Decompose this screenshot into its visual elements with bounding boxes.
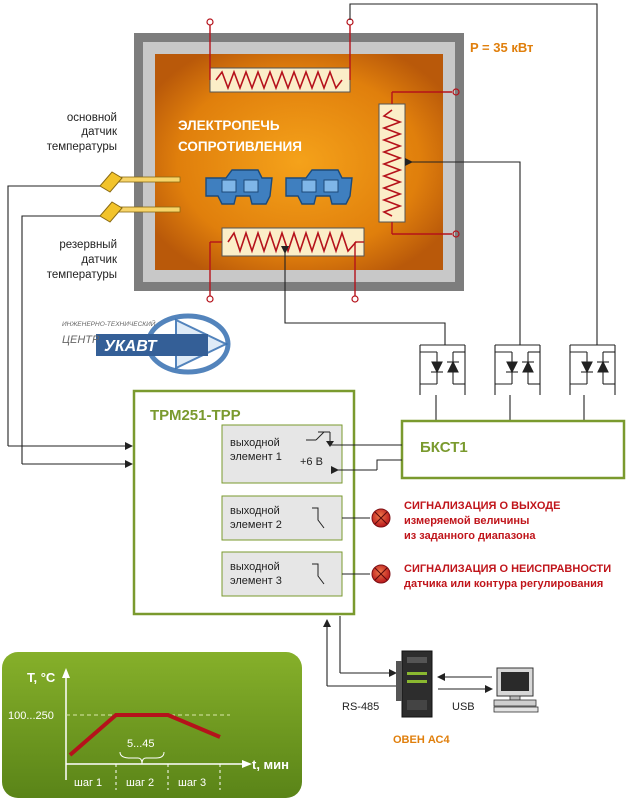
heater-right bbox=[378, 88, 460, 238]
heater-bottom bbox=[206, 227, 365, 303]
alarm-1-title: СИГНАЛИЗАЦИЯ О ВЫХОДЕ bbox=[404, 500, 560, 512]
watermark-caption: ИНЖЕНЕРНО-ТЕХНИЧЕСКИЙ bbox=[62, 319, 156, 328]
rs485-link bbox=[323, 616, 397, 687]
temperature-profile: T, °C 100...250 5...45 t, мин шаг 1 шаг … bbox=[2, 652, 302, 798]
output-2-label-2: элемент 2 bbox=[230, 519, 282, 531]
alarm-1-line3: из заданного диапазона bbox=[404, 530, 536, 542]
thyristor-block-3 bbox=[569, 344, 616, 421]
sensor-backup-label-2: датчик bbox=[81, 254, 118, 266]
sensor-wires bbox=[7, 185, 133, 468]
furnace-power: P = 35 кВт bbox=[470, 40, 533, 55]
output-1-label-2: элемент 1 bbox=[230, 451, 282, 463]
computer-icon bbox=[493, 667, 539, 713]
profile-step-2: шаг 2 bbox=[126, 777, 154, 789]
thyristor-block-2 bbox=[494, 344, 541, 421]
furnace: ЭЛЕКТРОПЕЧЬ СОПРОТИВЛЕНИЯ bbox=[134, 18, 464, 303]
furnace-title-line1: ЭЛЕКТРОПЕЧЬ bbox=[178, 118, 280, 133]
watermark-logo: ИНЖЕНЕРНО-ТЕХНИЧЕСКИЙ ЦЕНТР УКАВТ bbox=[62, 313, 231, 375]
output-3-label-2: элемент 3 bbox=[230, 575, 282, 587]
output-1-voltage: +6 В bbox=[300, 456, 323, 468]
profile-step-1: шаг 1 bbox=[74, 777, 102, 789]
alarm-lamp-2 bbox=[371, 564, 391, 584]
profile-hold-range: 5...45 bbox=[127, 738, 155, 750]
output-element-2: выходной элемент 2 bbox=[221, 495, 370, 541]
usb-link bbox=[437, 673, 493, 693]
output-1-label-1: выходной bbox=[230, 437, 280, 449]
converter-label: ОВЕН АС4 bbox=[393, 734, 450, 746]
usb-label: USB bbox=[452, 701, 475, 713]
sensor-main bbox=[99, 171, 181, 193]
bkst-block: БКСТ1 bbox=[400, 419, 626, 480]
workpiece-right bbox=[285, 169, 353, 205]
controller-title: ТРМ251-ТРР bbox=[150, 407, 241, 424]
profile-x-label: t, мин bbox=[252, 757, 289, 772]
sensor-main-label-1: основной bbox=[67, 112, 117, 124]
profile-curve bbox=[68, 713, 221, 757]
output-2-label-1: выходной bbox=[230, 505, 280, 517]
output-3-label-1: выходной bbox=[230, 561, 280, 573]
sensor-main-label-2: датчик bbox=[81, 126, 118, 138]
alarm-2-title: СИГНАЛИЗАЦИЯ О НЕИСПРАВНОСТИ bbox=[404, 563, 611, 575]
power-wires bbox=[281, 3, 598, 345]
sensor-backup bbox=[99, 201, 181, 223]
profile-step-3: шаг 3 bbox=[178, 777, 206, 789]
sensor-backup-label-3: температуры bbox=[47, 269, 117, 281]
controller: ТРМ251-ТРР выходной элемент 1 +6 В выход… bbox=[132, 389, 402, 616]
alarm-lamp-1 bbox=[371, 508, 391, 528]
profile-temp-range: 100...250 bbox=[8, 710, 54, 722]
alarm-1-line2: измеряемой величины bbox=[404, 515, 529, 527]
bkst-label: БКСТ1 bbox=[420, 439, 468, 456]
heater-top bbox=[206, 18, 354, 93]
output-element-1: выходной элемент 1 +6 В bbox=[221, 424, 402, 484]
furnace-title-line2: СОПРОТИВЛЕНИЯ bbox=[178, 139, 302, 154]
watermark-brand: УКАВТ bbox=[104, 338, 158, 355]
converter-device bbox=[396, 650, 433, 718]
thyristor-block-1 bbox=[419, 344, 466, 421]
output-element-3: выходной элемент 3 bbox=[221, 551, 370, 597]
watermark-center: ЦЕНТР bbox=[62, 334, 100, 346]
profile-y-label: T, °C bbox=[27, 670, 56, 685]
workpiece-left bbox=[205, 169, 273, 205]
alarm-2-line2: датчика или контура регулирования bbox=[404, 578, 603, 590]
rs485-label: RS-485 bbox=[342, 701, 379, 713]
sensor-main-label-3: температуры bbox=[47, 141, 117, 153]
sensor-backup-label-1: резервный bbox=[59, 239, 117, 251]
